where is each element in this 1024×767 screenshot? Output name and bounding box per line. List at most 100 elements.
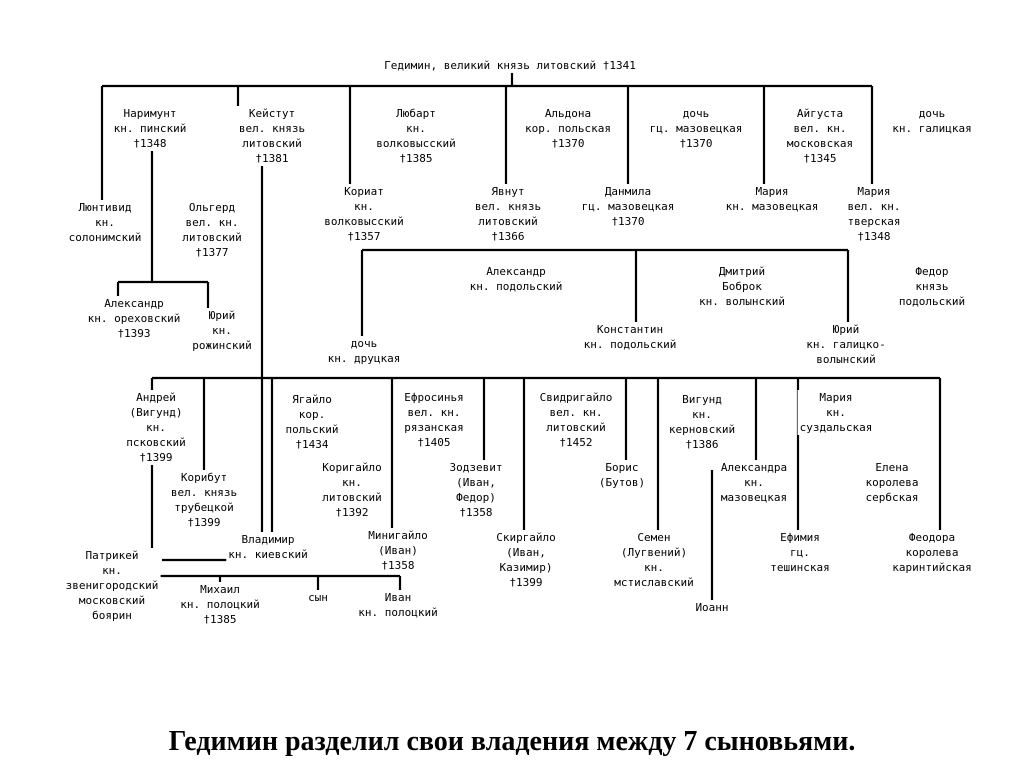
person-label-line: †1452 (559, 436, 593, 449)
person-label-line: кн. киевский (228, 548, 308, 561)
person-label-line: кор. польская (524, 122, 612, 135)
person-label-line: Михаил (200, 583, 240, 596)
person-label-line: (Бутов) (598, 476, 646, 489)
person-label-line: польский (285, 423, 339, 436)
person-label-line: кн. (95, 216, 115, 229)
person-label-line: Елена (875, 461, 909, 474)
person-label-line: †1345 (803, 152, 837, 165)
person-zodzevit: Зодзевит(Иван,Федор)†1358 (447, 460, 505, 520)
person-label-line: Ольгерд (188, 201, 236, 214)
person-label-line: Любарт (396, 107, 436, 120)
person-label-line: Альдона (544, 107, 592, 120)
person-label-line: кн. галицкая (892, 122, 972, 135)
person-syn: сын (306, 590, 330, 605)
person-label-line: Айгуста (796, 107, 844, 120)
person-gedimin: Гедимин, великий князь литовский †1341 (382, 58, 638, 73)
person-label-line: сын (308, 591, 328, 604)
person-label-line: кн. мазовецкая (725, 200, 819, 213)
person-label-line: Мария (819, 391, 853, 404)
person-label-line: кн. пинский (113, 122, 187, 135)
person-label-line: †1399 (509, 576, 543, 589)
person-label-line: кн. ореховский (87, 312, 181, 325)
person-label-line: †1381 (255, 152, 289, 165)
person-label-line: гц. (790, 546, 810, 559)
person-label-line: вел. кн. (185, 216, 239, 229)
person-label-line: Владимир (241, 533, 295, 546)
person-label-line: литовский (182, 231, 242, 244)
person-label-line: дочь (918, 107, 946, 120)
person-label-line: †1392 (335, 506, 369, 519)
person-label-line: †1348 (133, 137, 167, 150)
person-label-line: московский (78, 594, 146, 607)
person-label-line: кн. (744, 476, 764, 489)
person-label-line: кн. (354, 200, 374, 213)
person-maria-suzd: Мария кн. суздальская (797, 390, 875, 435)
person-label-line: †1405 (417, 436, 451, 449)
person-label-line: Данмила (604, 185, 652, 198)
person-label-line: суздальская (799, 421, 873, 434)
person-andrei: Андрей(Вигунд)кн.псковский†1399 (124, 390, 188, 465)
person-label-line: псковский (126, 436, 186, 449)
person-label-line: тешинская (770, 561, 830, 574)
person-label-line: кн. (342, 476, 362, 489)
person-label-line: †1386 (685, 438, 719, 451)
person-semen: Семен(Лугвений)кн.мстиславский (612, 530, 696, 590)
person-label-line: †1366 (491, 230, 525, 243)
person-label-line: дочь (682, 107, 710, 120)
person-label-line: Мария (857, 185, 891, 198)
person-label-line: волковысский (376, 137, 456, 150)
person-label-line: Ефимия (780, 531, 820, 544)
person-label-line: кн. полоцкий (180, 598, 260, 611)
person-label-line: Борис (605, 461, 639, 474)
person-label-line: кн. (102, 564, 122, 577)
person-label-line: Федор) (456, 491, 496, 504)
person-label-line: литовский (546, 421, 606, 434)
person-label-line: московская (786, 137, 854, 150)
person-label-line: кн. галицко- (806, 338, 886, 351)
person-label-line: вел. князь (474, 200, 542, 213)
person-label-line: кн. полоцкий (358, 606, 438, 619)
person-label-line: подольский (898, 295, 966, 308)
person-label-line: †1385 (203, 613, 237, 626)
person-label-line: тверская (847, 215, 901, 228)
person-label-line: волынский (816, 353, 876, 366)
person-label-line: князь (915, 280, 949, 293)
person-label-line: волковысский (324, 215, 404, 228)
person-label-line: Минигайло (368, 529, 428, 542)
person-label-line: †1370 (611, 215, 645, 228)
person-label-line: Александра (720, 461, 788, 474)
person-label-line: кн. (826, 406, 846, 419)
person-label-line: Александр (486, 265, 546, 278)
person-label-line: Корибут (180, 471, 228, 484)
person-label-line: вел. кн. (407, 406, 461, 419)
person-label-line: боярин (92, 609, 132, 622)
person-label-line: кн. друцкая (327, 352, 401, 365)
person-label-line: трубецкой (174, 501, 234, 514)
slide-caption: Гедимин разделил свои владения между 7 с… (168, 726, 856, 757)
person-label-line: †1370 (679, 137, 713, 150)
person-label-line: Кориат (344, 185, 384, 198)
person-label-line: сербская (865, 491, 919, 504)
person-label-line: звенигородский (65, 579, 159, 592)
person-label-line: вел. кн. (549, 406, 603, 419)
person-label-line: керновский (668, 423, 736, 436)
person-label-line: вел. князь (238, 122, 306, 135)
